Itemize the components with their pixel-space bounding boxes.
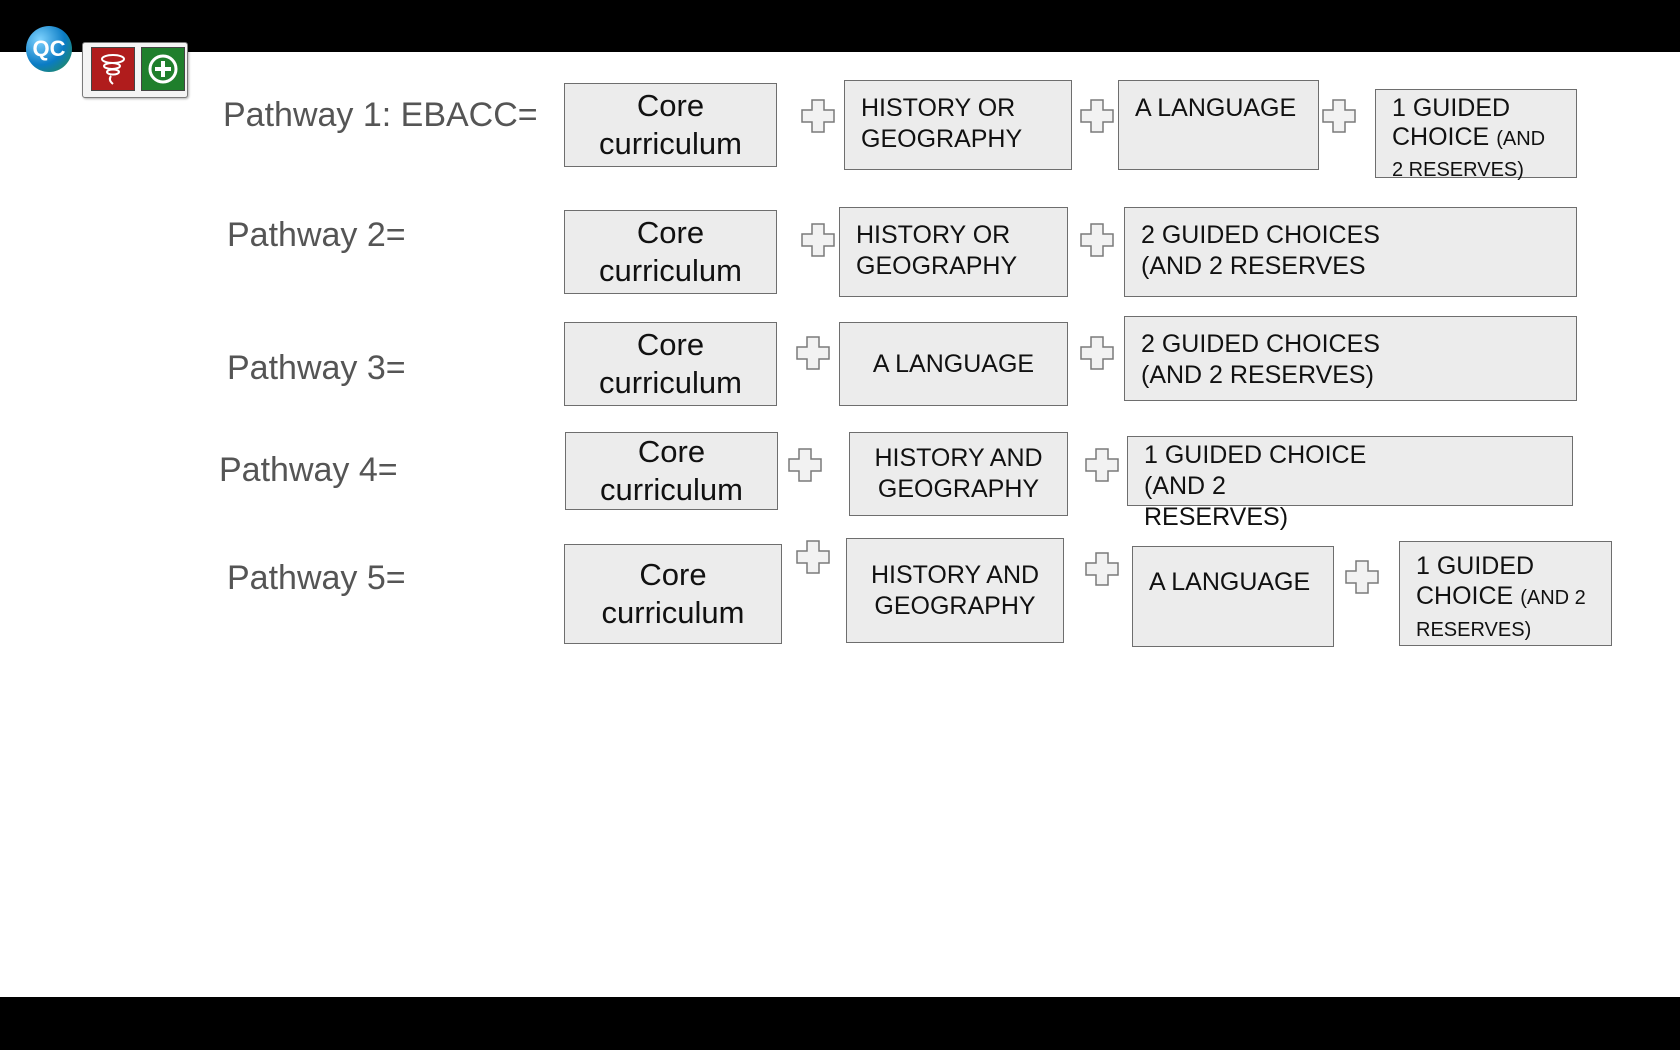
pathway-2-core-box: Core curriculum <box>564 210 777 294</box>
pathway-2-label: Pathway 2= <box>227 216 406 254</box>
box-small-text: (AND 2 RESERVES) <box>1416 587 1586 641</box>
plus-icon <box>1080 336 1114 370</box>
plus-icon <box>801 223 835 257</box>
box-text: HISTORY OR GEOGRAPHY <box>861 94 1023 153</box>
plus-icon <box>1085 448 1119 482</box>
plus-icon <box>1322 99 1356 133</box>
box-text: HISTORY AND GEOGRAPHY <box>870 560 1040 620</box>
top-letterbox-bar <box>0 0 1680 52</box>
pathway-5-core-box: Core curriculum <box>564 544 782 644</box>
plus-icon <box>1080 99 1114 133</box>
pathway-3-core-box: Core curriculum <box>564 322 777 406</box>
core-curriculum-text: Core curriculum <box>599 215 742 288</box>
plus-icon <box>788 448 822 482</box>
plus-icon <box>1345 560 1379 594</box>
plus-circle-icon[interactable] <box>141 47 185 91</box>
box-text: HISTORY AND GEOGRAPHY <box>874 444 1043 503</box>
box-text: 1 GUIDED CHOICE <box>1416 552 1535 610</box>
qc-logo-icon[interactable]: QC <box>26 26 72 72</box>
pathway-1-guided-box: 1 GUIDED CHOICE (AND 2 RESERVES) <box>1375 89 1577 181</box>
core-curriculum-text: Core curriculum <box>601 557 745 630</box>
box-text: HISTORY OR GEOGRAPHY <box>856 221 1018 280</box>
pathway-3-guided-box: 2 GUIDED CHOICES (AND 2 RESERVES) <box>1124 316 1577 401</box>
box-text: 1 GUIDED CHOICE (AND 2 RESERVES) <box>1144 441 1367 531</box>
pathway-4-history-box: HISTORY AND GEOGRAPHY <box>849 432 1068 516</box>
core-curriculum-text: Core curriculum <box>599 327 742 400</box>
box-text: A LANGUAGE <box>872 349 1035 378</box>
box-text: 2 GUIDED CHOICES (AND 2 RESERVES) <box>1141 330 1380 389</box>
pathway-4-guided-box: 1 GUIDED CHOICE (AND 2 RESERVES) <box>1127 436 1573 531</box>
pathway-2-history-box: HISTORY OR GEOGRAPHY <box>839 207 1068 297</box>
pathway-5-language-box: A LANGUAGE <box>1132 546 1334 647</box>
pathway-3-language-box: A LANGUAGE <box>839 322 1068 406</box>
box-text: 2 GUIDED CHOICES (AND 2 RESERVES <box>1141 221 1380 280</box>
bottom-letterbox-bar <box>0 997 1680 1050</box>
pathway-1-label: Pathway 1: EBACC= <box>223 96 538 134</box>
core-curriculum-text: Core curriculum <box>600 434 743 507</box>
pathway-3-label: Pathway 3= <box>227 349 406 387</box>
pathway-4-core-box: Core curriculum <box>565 432 778 510</box>
box-text: A LANGUAGE <box>1135 94 1297 122</box>
box-text: A LANGUAGE <box>1149 568 1311 596</box>
pathway-5-guided-box: 1 GUIDED CHOICE (AND 2 RESERVES) <box>1399 541 1612 646</box>
box-text: 1 GUIDED CHOICE <box>1392 94 1511 151</box>
plus-icon <box>796 336 830 370</box>
plus-icon <box>801 99 835 133</box>
plus-icon <box>1085 552 1119 586</box>
core-curriculum-text: Core curriculum <box>599 88 742 161</box>
pathway-1-language-box: A LANGUAGE <box>1118 80 1319 170</box>
pathway-2-guided-box: 2 GUIDED CHOICES (AND 2 RESERVES <box>1124 207 1577 297</box>
box-small-text: (AND 2 RESERVES) <box>1392 128 1546 181</box>
plus-icon <box>796 540 830 574</box>
floating-toolbar <box>82 42 188 98</box>
tornado-icon[interactable] <box>91 47 135 91</box>
pathway-1-core-box: Core curriculum <box>564 83 777 167</box>
pathway-5-history-box: HISTORY AND GEOGRAPHY <box>846 538 1064 643</box>
pathway-4-label: Pathway 4= <box>219 451 398 489</box>
plus-icon <box>1080 223 1114 257</box>
pathway-5-label: Pathway 5= <box>227 559 406 597</box>
pathway-1-history-box: HISTORY OR GEOGRAPHY <box>844 80 1072 170</box>
